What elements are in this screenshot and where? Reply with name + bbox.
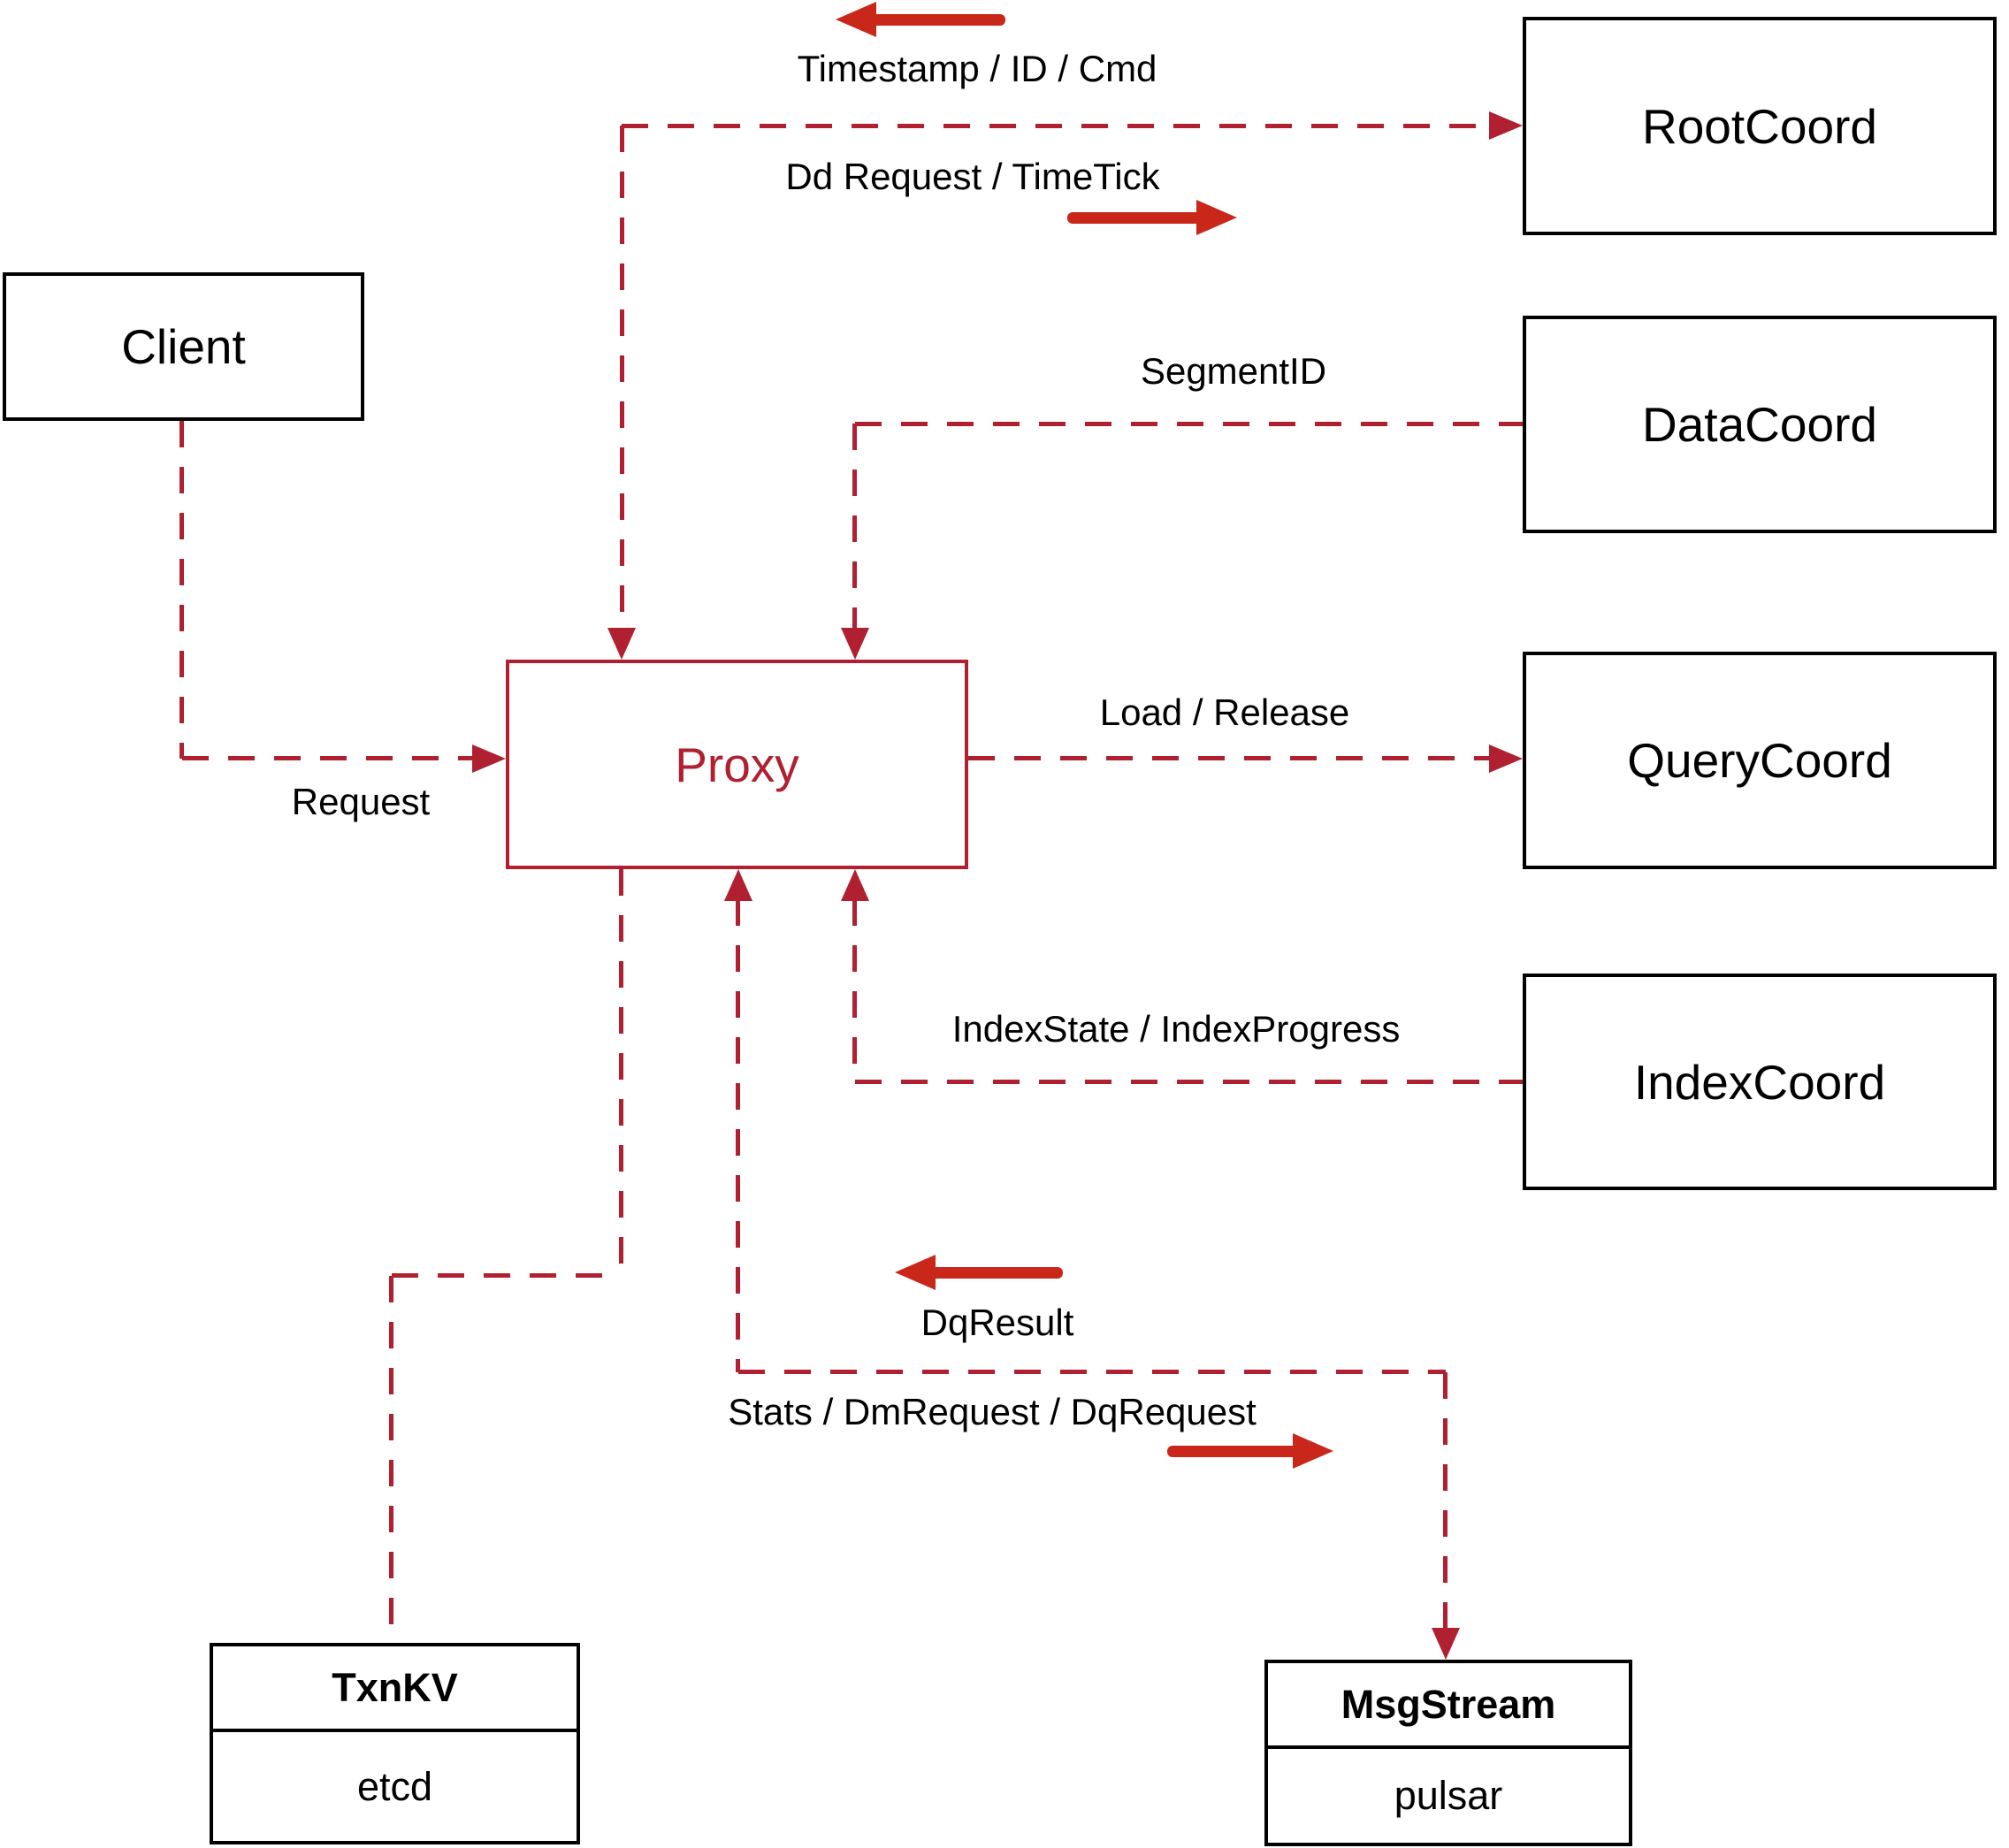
- direction-arrow-right-ddrequest-icon: [1067, 200, 1237, 235]
- node-rootcoord: RootCoord: [1523, 17, 1997, 235]
- edge-label-stats-dmrequest-dqrequest: Stats / DmRequest / DqRequest: [728, 1391, 1257, 1432]
- node-proxy-label: Proxy: [675, 737, 799, 792]
- edge-proxy-rootcoord-vertical: [620, 126, 624, 628]
- node-querycoord-label: QueryCoord: [1627, 733, 1892, 788]
- edge-client-proxy-vertical: [180, 421, 184, 759]
- arrowhead-into-proxy-bottom-right-icon: [841, 869, 869, 901]
- node-client-label: Client: [121, 319, 246, 374]
- edge-proxy-msgstream-vertical-1: [736, 899, 740, 1372]
- edge-datacoord-proxy-horizontal: [855, 422, 1523, 426]
- edge-proxy-txnkv-vertical-1: [619, 869, 623, 1276]
- edge-proxy-rootcoord-horizontal: [622, 124, 1493, 128]
- node-indexcoord-label: IndexCoord: [1633, 1054, 1886, 1110]
- edge-label-load-release: Load / Release: [1099, 691, 1350, 733]
- node-msgstream-title: MsgStream: [1268, 1663, 1629, 1749]
- node-txnkv-title: TxnKV: [213, 1646, 577, 1732]
- edge-label-request: Request: [291, 781, 431, 822]
- arrowhead-into-proxy-bottom-left-icon: [724, 869, 752, 901]
- direction-arrow-left-timestamp-icon: [836, 2, 1005, 37]
- arrowhead-into-msgstream-icon: [1432, 1628, 1460, 1660]
- edge-indexcoord-proxy-vertical: [852, 899, 857, 1081]
- edge-client-proxy-horizontal: [182, 756, 472, 760]
- direction-arrow-right-stats-icon: [1167, 1433, 1333, 1469]
- node-querycoord: QueryCoord: [1523, 652, 1997, 869]
- edge-proxy-txnkv-horizontal: [392, 1273, 622, 1278]
- arrowhead-into-rootcoord-icon: [1489, 111, 1523, 140]
- edge-label-timestamp-id-cmd: Timestamp / ID / Cmd: [797, 48, 1157, 89]
- edge-proxy-msgstream-horizontal: [738, 1370, 1446, 1374]
- node-datacoord: DataCoord: [1523, 316, 1997, 533]
- arrowhead-into-proxy-left-icon: [472, 745, 506, 773]
- node-datacoord-label: DataCoord: [1642, 397, 1877, 452]
- edge-proxy-txnkv-vertical-2: [389, 1276, 393, 1643]
- node-client: Client: [3, 272, 364, 421]
- edge-label-dqresult: DqResult: [920, 1302, 1074, 1343]
- edge-proxy-msgstream-vertical-2: [1443, 1372, 1448, 1628]
- edge-label-dd-request-timetick: Dd Request / TimeTick: [785, 156, 1160, 197]
- edge-label-indexstate-indexprogress: IndexState / IndexProgress: [951, 1008, 1401, 1050]
- node-indexcoord: IndexCoord: [1523, 974, 1997, 1190]
- arrowhead-into-proxy-top-left-icon: [607, 628, 636, 660]
- edge-label-segmentid: SegmentID: [1140, 350, 1327, 392]
- node-rootcoord-label: RootCoord: [1642, 98, 1877, 154]
- edge-proxy-querycoord-horizontal: [968, 756, 1493, 760]
- node-txnkv: TxnKV etcd: [210, 1643, 580, 1844]
- node-txnkv-subtitle: etcd: [356, 1763, 433, 1809]
- direction-arrow-left-dqresult-icon: [895, 1255, 1063, 1290]
- edge-datacoord-proxy-vertical: [852, 424, 857, 628]
- node-msgstream-subtitle: pulsar: [1394, 1773, 1503, 1818]
- edge-indexcoord-proxy-horizontal: [855, 1080, 1523, 1084]
- arrowhead-into-proxy-top-right-icon: [841, 628, 869, 660]
- node-msgstream: MsgStream pulsar: [1264, 1660, 1632, 1846]
- arrowhead-into-querycoord-icon: [1489, 745, 1523, 773]
- node-proxy: Proxy: [506, 660, 968, 869]
